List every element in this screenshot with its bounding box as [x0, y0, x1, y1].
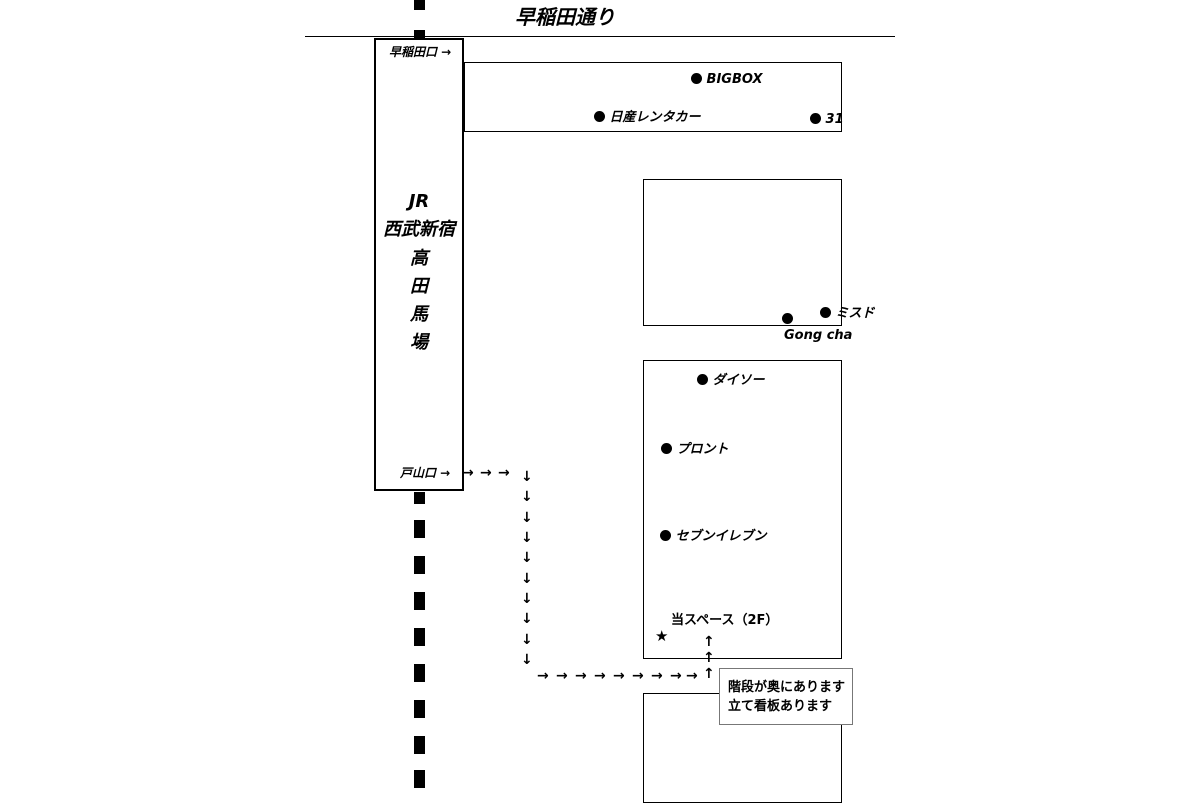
station-name-char: 高: [410, 248, 428, 269]
landmark-seven: セブンイレブン: [660, 530, 767, 543]
landmark-dot-icon: [810, 113, 821, 124]
railway-segment: [414, 556, 425, 574]
destination-label: 当スペース（2F）: [671, 613, 779, 628]
route-arrow-down-icon: ↓: [521, 611, 533, 627]
railway-segment: [414, 0, 425, 10]
railway-segment: [414, 30, 425, 40]
route-arrow-right-icon: →: [480, 465, 492, 481]
route-arrow-up-icon: ↑: [703, 634, 715, 650]
route-arrow-right-icon: →: [498, 465, 510, 481]
route-arrow-down-icon: ↓: [521, 591, 533, 607]
route-arrow-right-icon: →: [632, 668, 644, 684]
destination-star-icon: ★: [655, 627, 669, 645]
route-arrow-up-icon: ↑: [703, 650, 715, 666]
route-arrow-right-icon: →: [462, 465, 474, 481]
stairs-note-line2: 立て看板あります: [728, 699, 833, 714]
route-arrow-down-icon: ↓: [521, 469, 533, 485]
railway-segment: [414, 736, 425, 754]
route-arrow-right-icon: →: [537, 668, 549, 684]
landmark-bigbox: BIGBOX: [691, 73, 762, 86]
railway-segment: [414, 664, 425, 682]
station-south-exit: 戸山口 →: [400, 466, 451, 480]
landmark-baskin-label: 31: [825, 112, 844, 127]
landmark-dot-icon: [660, 530, 671, 541]
landmark-nissan-label: 日産レンタカー: [609, 110, 701, 125]
route-arrow-right-icon: →: [651, 668, 663, 684]
landmark-daiso: ダイソー: [697, 374, 765, 387]
landmark-baskin: 31: [810, 113, 844, 126]
route-arrow-down-icon: ↓: [521, 510, 533, 526]
stairs-note-line1: 階段が奥にあります: [728, 680, 846, 695]
landmark-bigbox-label: BIGBOX: [706, 72, 763, 87]
landmark-nissan: 日産レンタカー: [594, 111, 701, 124]
route-arrow-up-icon: ↑: [703, 666, 715, 682]
railway-segment: [414, 700, 425, 718]
railway-segment: [414, 592, 425, 610]
railway-segment: [414, 492, 425, 504]
station-line-seibu: 西武新宿: [383, 219, 455, 240]
landmark-dot-icon: [691, 73, 702, 84]
landmark-daiso-label: ダイソー: [712, 373, 765, 388]
landmark-dot-icon: [820, 307, 831, 318]
route-arrow-down-icon: ↓: [521, 571, 533, 587]
landmark-dot-icon: [661, 443, 672, 454]
station-building: [374, 38, 464, 491]
landmark-misdo: ミスド: [820, 307, 875, 320]
route-arrow-right-icon: →: [556, 668, 568, 684]
landmark-gongcha-dot-icon: [782, 308, 793, 327]
landmark-seven-label: セブンイレブン: [675, 529, 767, 544]
route-arrow-right-icon: →: [686, 668, 698, 684]
railway-segment: [414, 520, 425, 538]
landmark-pronto-label: プロント: [676, 442, 729, 457]
landmark-dot-icon: [594, 111, 605, 122]
route-arrow-right-icon: →: [613, 668, 625, 684]
stairs-note: 階段が奥にあります 立て看板あります: [719, 668, 853, 725]
landmark-pronto: プロント: [661, 443, 729, 456]
route-arrow-down-icon: ↓: [521, 550, 533, 566]
station-line-jr: JR: [408, 191, 430, 212]
landmark-gongcha-label: Gong cha: [784, 328, 853, 343]
railway-segment: [414, 628, 425, 646]
landmark-dot-icon: [697, 374, 708, 385]
block-upper: [643, 179, 842, 326]
block-bigbox: [464, 62, 842, 132]
route-arrow-down-icon: ↓: [521, 489, 533, 505]
route-arrow-down-icon: ↓: [521, 632, 533, 648]
route-arrow-down-icon: ↓: [521, 652, 533, 668]
route-arrow-down-icon: ↓: [521, 530, 533, 546]
railway-segment: [414, 770, 425, 788]
route-arrow-right-icon: →: [575, 668, 587, 684]
station-name-char: 馬: [410, 304, 428, 325]
landmark-misdo-label: ミスド: [835, 306, 875, 321]
street-name: 早稲田通り: [515, 5, 615, 29]
station-name-char: 場: [410, 332, 428, 353]
route-arrow-right-icon: →: [670, 668, 682, 684]
block-middle: [643, 360, 842, 659]
route-arrow-right-icon: →: [594, 668, 606, 684]
station-name-char: 田: [410, 276, 428, 297]
station-north-exit: 早稲田口 →: [389, 45, 452, 59]
street-line: [305, 36, 895, 37]
